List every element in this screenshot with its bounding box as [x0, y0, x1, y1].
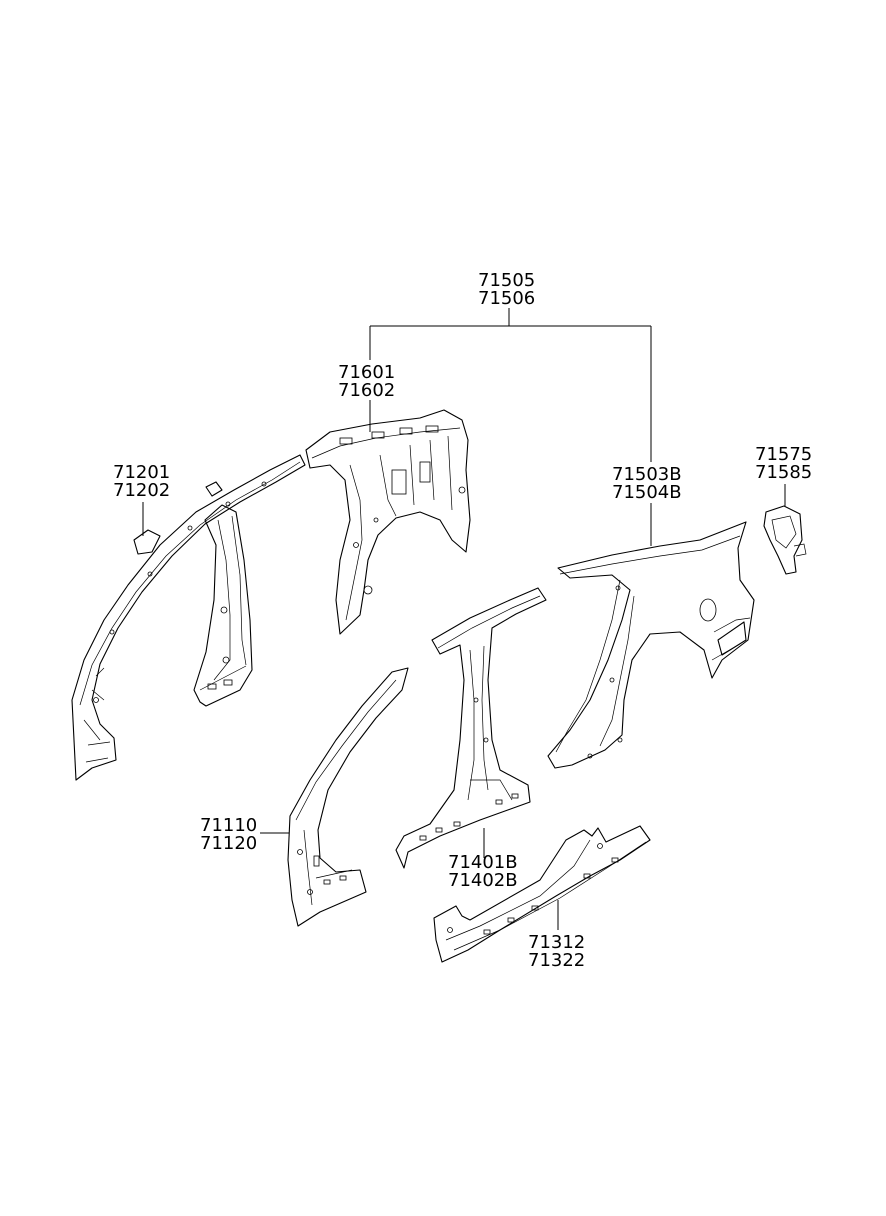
- part-number: 71202: [113, 480, 171, 501]
- part-number: 71402B: [448, 870, 518, 891]
- wheel-house-inner-part: [305, 409, 471, 635]
- part-label-71110: 71110 71120: [200, 817, 257, 853]
- center-pillar-outer-part: [395, 587, 547, 869]
- part-number: 71601: [338, 362, 396, 383]
- part-label-71201: 71201 71202: [113, 464, 170, 500]
- part-number: 71120: [200, 833, 258, 854]
- part-number: 71503B: [612, 464, 682, 485]
- part-number: 71201: [113, 462, 171, 483]
- front-pillar-outer-part: [287, 667, 409, 927]
- part-label-71401B: 71401B 71402B: [448, 854, 518, 890]
- leader-lines: [142, 308, 786, 930]
- part-label-71503B: 71503B 71504B: [612, 466, 682, 502]
- part-label-71312: 71312 71322: [528, 934, 585, 970]
- roof-rail-inner-part: [71, 454, 306, 781]
- part-label-71575: 71575 71585: [755, 446, 812, 482]
- part-number: 71505: [478, 270, 536, 291]
- part-number: 71110: [200, 815, 258, 836]
- quarter-panel-outer-part: [547, 521, 755, 769]
- leader-71505: [369, 308, 652, 462]
- part-label-71505: 71505 71506: [478, 272, 535, 308]
- part-number: 71401B: [448, 852, 518, 873]
- side-sill-outer-part: [433, 825, 651, 963]
- part-number: 71506: [478, 288, 536, 309]
- part-number: 71504B: [612, 482, 682, 503]
- part-label-71601: 71601 71602: [338, 364, 395, 400]
- part-number: 71575: [755, 444, 813, 465]
- fuel-filler-housing-part: [763, 505, 807, 575]
- part-number: 71312: [528, 932, 586, 953]
- part-number: 71602: [338, 380, 396, 401]
- part-number: 71585: [755, 462, 813, 483]
- part-number: 71322: [528, 950, 586, 971]
